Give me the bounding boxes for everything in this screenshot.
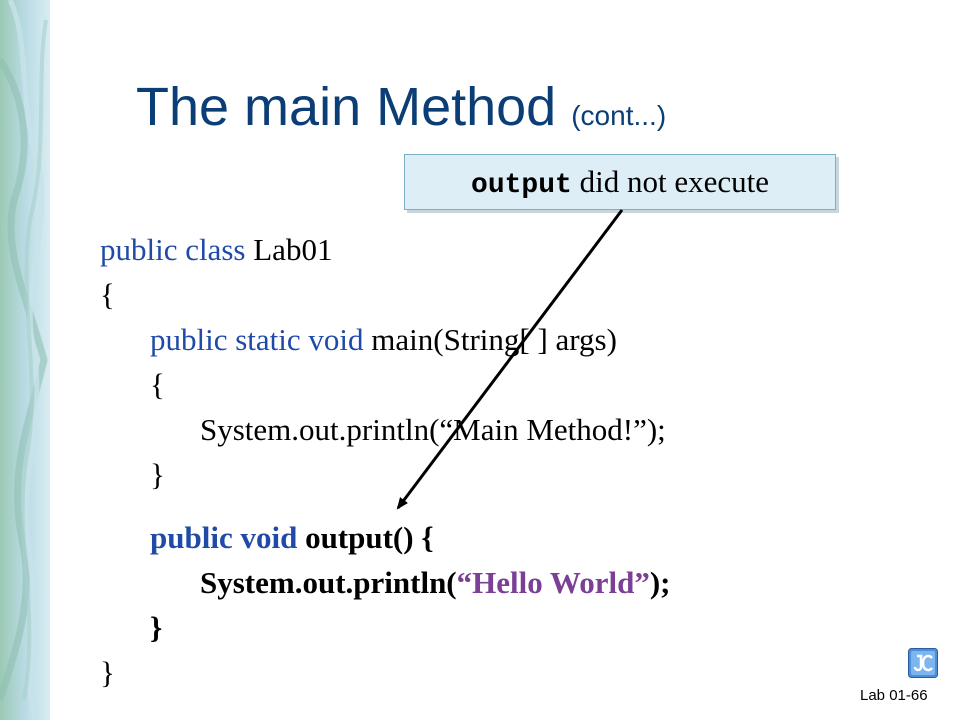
code-line-println-hello: System.out.println(“Hello World”); (200, 563, 671, 603)
callout-box: output did not execute (404, 154, 836, 210)
callout-text: did not execute (571, 164, 769, 199)
code-line-class-close-brace: } (100, 655, 115, 690)
code-output-signature: output() { (297, 520, 434, 555)
code-line-output-close-brace: } (150, 610, 163, 645)
code-keyword: public void (150, 520, 298, 555)
code-class-name: Lab01 (245, 232, 333, 267)
slide-title-main: The main Method (136, 77, 557, 137)
slide-number: Lab 01-66 (860, 687, 928, 704)
code-line-main-close-brace: } (150, 457, 165, 492)
callout-code-word: output (471, 170, 572, 201)
code-string-literal: “Hello World” (456, 565, 650, 600)
code-line-println-main: System.out.println(“Main Method!”); (200, 412, 666, 447)
code-keyword: public static void (150, 322, 364, 357)
code-println-prefix: System.out.println( (200, 565, 457, 600)
code-line-output-signature: public void output() { (150, 518, 434, 558)
decorative-side-strip (0, 0, 50, 720)
code-line-class: public class Lab01 (100, 230, 332, 270)
slide-title: The main Method (cont...) (136, 77, 667, 137)
code-line-main-signature: public static void main(String[ ] args) (150, 320, 617, 360)
code-keyword: public class (100, 232, 246, 267)
code-line-main-open-brace: { (150, 367, 165, 402)
slide-title-sub: (cont...) (571, 100, 667, 131)
code-line-open-brace: { (100, 277, 115, 312)
code-main-signature: main(String[ ] args) (363, 322, 617, 357)
jc-logo-icon (908, 648, 938, 678)
code-println-suffix: ); (649, 565, 671, 600)
